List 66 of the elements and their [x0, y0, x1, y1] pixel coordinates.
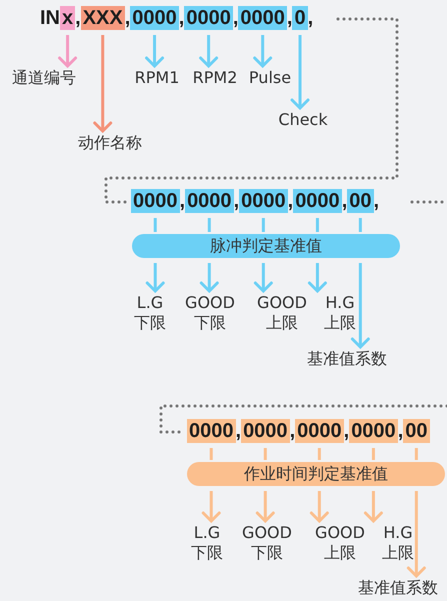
- separator-comma: ,: [290, 419, 296, 443]
- separator-comma: ,: [286, 6, 292, 30]
- field-caption: 通道编号: [12, 68, 76, 88]
- field-caption: 基准值系数: [307, 349, 387, 369]
- arrow: [93, 35, 112, 132]
- highlighted-field: 0000: [187, 419, 236, 443]
- prefix-text: IN: [40, 6, 60, 30]
- separator-comma: ,: [342, 189, 348, 213]
- arrow: [145, 35, 164, 68]
- field-caption: GOOD 上限: [257, 293, 307, 333]
- field-caption: L.G 下限: [191, 523, 223, 563]
- arrow: [308, 263, 327, 292]
- separator-comma: ,: [75, 6, 81, 30]
- highlighted-field: XXX: [80, 6, 125, 30]
- separator-comma: ,: [236, 419, 242, 443]
- field-caption: H.G 上限: [382, 523, 414, 563]
- separator-comma: ,: [234, 189, 240, 213]
- arrow: [256, 491, 275, 522]
- arrow: [364, 491, 383, 522]
- field-caption: RPM1: [134, 68, 180, 88]
- separator-comma: ,: [232, 6, 238, 30]
- field-caption: GOOD 下限: [185, 293, 235, 333]
- field-caption: Pulse: [248, 68, 292, 88]
- arrow: [406, 491, 426, 578]
- arrow: [290, 35, 310, 110]
- separator-comma: ,: [124, 6, 130, 30]
- field-caption: GOOD 下限: [242, 523, 292, 563]
- highlighted-field: 0000: [241, 419, 290, 443]
- separator-comma: ,: [288, 189, 294, 213]
- highlighted-field: 0000: [185, 189, 234, 213]
- arrow: [199, 35, 218, 68]
- highlighted-field: x: [60, 6, 76, 30]
- arrow: [254, 263, 273, 292]
- separator-comma: ,: [178, 6, 184, 30]
- highlighted-field: 0: [292, 6, 308, 30]
- field-caption: 动作名称: [78, 133, 142, 153]
- highlighted-field: 0000: [293, 189, 342, 213]
- highlighted-field: 00: [403, 419, 430, 443]
- highlighted-field: 0000: [349, 419, 398, 443]
- separator-comma: ,: [308, 6, 314, 30]
- field-caption: L.G 下限: [134, 293, 166, 333]
- highlighted-field: 0000: [295, 419, 344, 443]
- field-caption: H.G 上限: [324, 293, 356, 333]
- highlighted-field: 0000: [130, 6, 179, 30]
- highlighted-field: 0000: [238, 6, 287, 30]
- pulse-criteria-band: 脉冲判定基准值: [132, 234, 400, 258]
- arrow: [200, 263, 219, 292]
- separator-comma: ,: [374, 189, 380, 213]
- arrow: [202, 491, 221, 522]
- arrow: [310, 491, 329, 522]
- separator-comma: ,: [344, 419, 350, 443]
- highlighted-field: 0000: [239, 189, 288, 213]
- arrow: [350, 263, 370, 348]
- arrow: [58, 35, 78, 68]
- field-caption: GOOD 上限: [315, 523, 365, 563]
- field-caption: RPM2: [192, 68, 238, 88]
- field-caption: Check: [278, 110, 328, 130]
- separator-comma: ,: [180, 189, 186, 213]
- separator-comma: ,: [398, 419, 404, 443]
- field-caption: 基准值系数: [358, 578, 438, 598]
- arrow: [253, 35, 272, 68]
- highlighted-field: 0000: [131, 189, 180, 213]
- work-time-criteria-band: 作业时间判定基准值: [187, 462, 445, 486]
- arrow: [146, 263, 165, 292]
- highlighted-field: 00: [347, 189, 374, 213]
- highlighted-field: 0000: [184, 6, 233, 30]
